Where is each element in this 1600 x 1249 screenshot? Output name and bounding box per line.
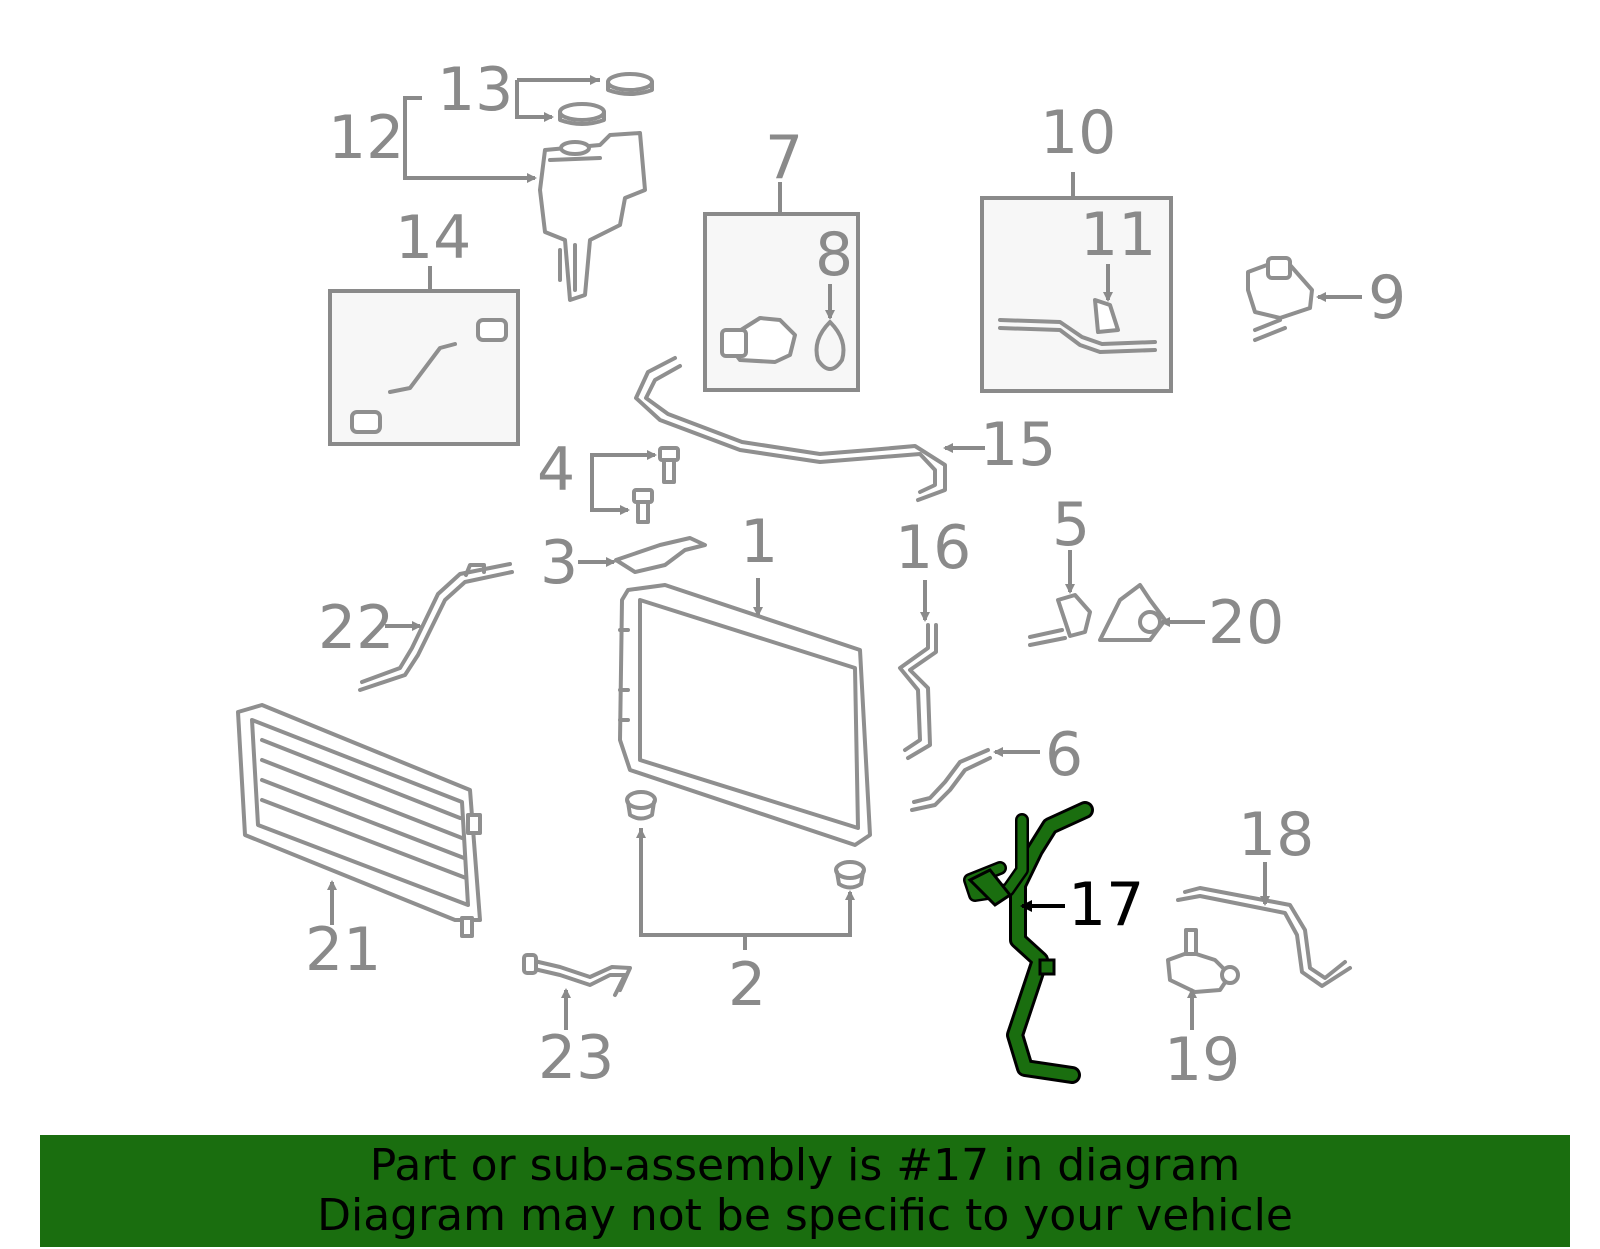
callout-21: 21 — [305, 915, 381, 985]
bolt-part-4-lower — [632, 488, 654, 524]
callout-8: 8 — [815, 220, 853, 290]
hose-part-22 — [358, 562, 514, 692]
thermostat-housing — [720, 316, 797, 364]
cap-part-13-upper — [606, 72, 654, 96]
valve-part-19 — [1166, 928, 1240, 994]
pipe-part-11 — [998, 298, 1157, 354]
pipe-part-17-highlighted — [963, 801, 1094, 1084]
bolt-part-4-upper — [658, 446, 680, 484]
callout-2: 2 — [728, 950, 766, 1020]
hose-part-6 — [910, 748, 992, 812]
callout-22: 22 — [318, 593, 394, 663]
bracket-part-3 — [614, 536, 707, 574]
callout-10: 10 — [1040, 98, 1116, 168]
callout-12: 12 — [328, 103, 404, 173]
callout-5: 5 — [1052, 490, 1090, 560]
gasket-part-8 — [814, 320, 846, 371]
hose-part-23 — [522, 953, 632, 997]
callout-16: 16 — [895, 513, 971, 583]
callout-18: 18 — [1238, 800, 1314, 870]
leader-12 — [403, 96, 537, 183]
grommet-part-2-left — [625, 790, 657, 821]
callout-13: 13 — [437, 55, 513, 125]
pipe-kit-14 — [350, 318, 508, 434]
radiator-part-21 — [236, 703, 482, 938]
hose-part-15 — [634, 356, 947, 502]
shroud-part-1 — [618, 583, 872, 847]
kit-box-10 — [980, 196, 1173, 393]
callout-4: 4 — [537, 435, 575, 505]
hose-part-18 — [1176, 886, 1352, 988]
callout-20: 20 — [1208, 588, 1284, 658]
cap-part-13-lower — [558, 102, 606, 126]
callout-17: 17 — [1068, 870, 1144, 940]
outlet-part-9 — [1246, 256, 1314, 342]
grommet-part-2-right — [834, 860, 866, 890]
info-banner: Part or sub-assembly is #17 in diagram D… — [40, 1135, 1570, 1247]
valve-part-20 — [1098, 583, 1167, 642]
callout-19: 19 — [1164, 1025, 1240, 1095]
callout-11: 11 — [1080, 200, 1156, 270]
callout-15: 15 — [980, 410, 1056, 480]
callout-7: 7 — [765, 123, 803, 193]
fitting-part-5 — [1028, 593, 1092, 647]
callout-1: 1 — [740, 507, 778, 577]
reservoir-part-12 — [538, 131, 647, 302]
hose-part-16 — [898, 623, 938, 760]
callout-14: 14 — [395, 203, 471, 273]
banner-line-2: Diagram may not be specific to your vehi… — [317, 1190, 1293, 1241]
callout-9: 9 — [1368, 263, 1406, 333]
banner-line-1: Part or sub-assembly is #17 in diagram — [369, 1140, 1241, 1191]
callout-6: 6 — [1045, 720, 1083, 790]
callout-3: 3 — [540, 528, 578, 598]
callout-23: 23 — [538, 1023, 614, 1093]
